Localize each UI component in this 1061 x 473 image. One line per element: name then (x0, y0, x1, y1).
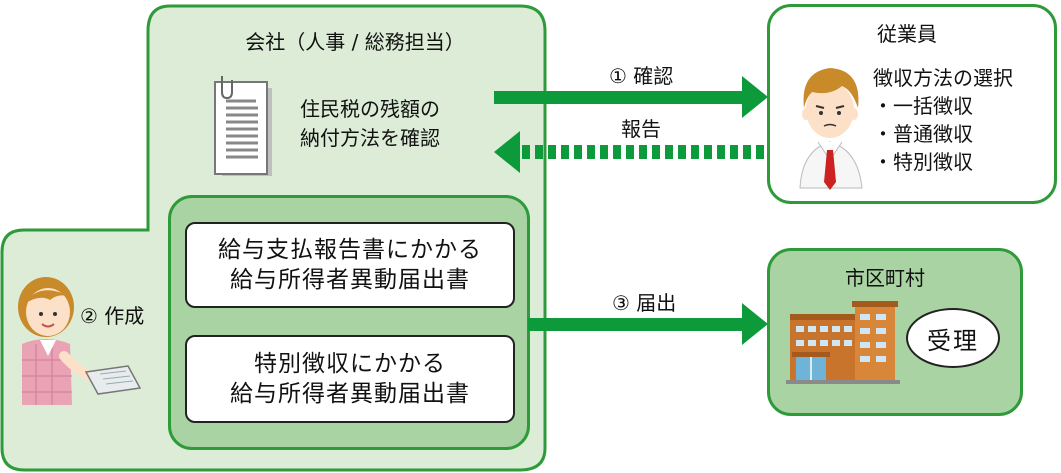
report-arrow-dash (535, 145, 543, 159)
report-arrow (494, 131, 764, 173)
report-label: 報告 (621, 117, 661, 141)
report-arrow-dash (665, 145, 673, 159)
report-arrow-dash (639, 145, 647, 159)
submit-label: ③ 届出 (612, 291, 677, 315)
option-special: ・特別徴収 (873, 150, 973, 174)
document-text-line2: 納付方法を確認 (300, 126, 440, 150)
employee-title: 従業員 (877, 22, 937, 46)
form-payment-report-change: 給与支払報告書にかかる 給与所得者異動届出書 (185, 222, 515, 308)
company-title: 会社（人事 / 総務担当） (245, 30, 465, 54)
collection-method-list: 徴収方法の選択 ・一括徴収 ・普通徴収 ・特別徴収 (873, 64, 1013, 176)
accepted-label: 受理 (927, 326, 979, 355)
option-ordinary: ・普通徴収 (873, 122, 973, 146)
report-arrow-dash (717, 145, 725, 159)
report-arrow-dash (574, 145, 582, 159)
report-arrow-dash (756, 145, 764, 159)
report-arrow-dash (548, 145, 556, 159)
report-arrow-dash (522, 145, 530, 159)
municipality-title: 市区町村 (845, 266, 925, 290)
report-arrow-dash (613, 145, 621, 159)
collection-method-heading: 徴収方法の選択 (873, 66, 1013, 90)
report-arrow-dash (561, 145, 569, 159)
form-1-line2: 給与所得者異動届出書 (230, 267, 470, 293)
create-label: ② 作成 (80, 304, 145, 328)
form-2-line2: 給与所得者異動届出書 (230, 381, 470, 407)
report-arrow-dash (691, 145, 699, 159)
report-arrow-dash (743, 145, 751, 159)
document-text-line1: 住民税の残額の (300, 97, 440, 121)
submit-arrow (528, 303, 768, 345)
report-arrow-dash (704, 145, 712, 159)
report-arrow-dash (730, 145, 738, 159)
form-2-line1: 特別徴収にかかる (254, 351, 446, 377)
report-arrow-dash (600, 145, 608, 159)
report-arrow-dash (678, 145, 686, 159)
report-arrow-dash (587, 145, 595, 159)
option-lump-sum: ・一括徴収 (873, 94, 973, 118)
report-arrow-dash (626, 145, 634, 159)
confirm-arrow (494, 76, 768, 118)
form-special-collection-change: 特別徴収にかかる 給与所得者異動届出書 (185, 335, 515, 423)
document-text: 住民税の残額の 納付方法を確認 (300, 95, 490, 153)
confirm-label: ① 確認 (609, 64, 674, 88)
form-1-line1: 給与支払報告書にかかる (218, 237, 482, 263)
report-arrow-dash (652, 145, 660, 159)
accepted-badge: 受理 (906, 308, 1000, 368)
